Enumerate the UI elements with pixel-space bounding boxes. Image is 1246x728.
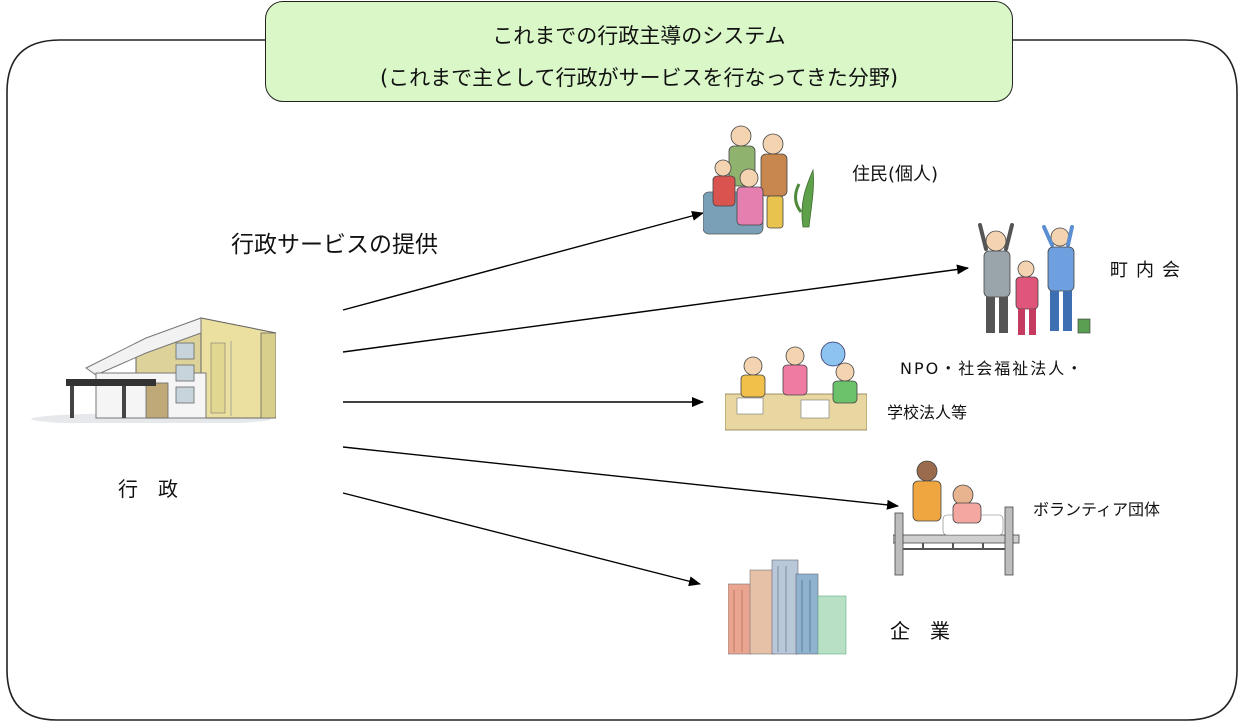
recipient-label-company: 企 業 [890, 619, 950, 643]
recipient-label-neighborhood: 町内会 [1110, 260, 1188, 281]
title-box: これまでの行政主導のシステム (これまで主として行政がサービスを行なってきた分野… [265, 1, 1013, 102]
arrow-to-volunteer [342, 446, 899, 510]
care-bed-icon [892, 457, 1023, 577]
recipient-label-volunteer: ボランティア団体 [1033, 500, 1161, 519]
family-icon [702, 122, 828, 237]
outer-frame [6, 39, 1238, 721]
recipient-label-npo-line1: NPO・社会福祉法人・ [900, 359, 1085, 378]
government-building-icon [26, 313, 277, 425]
flow-label: 行政サービスの提供 [231, 232, 438, 258]
source-label: 行 政 [118, 477, 178, 501]
recipient-label-npo-line2: 学校法人等 [887, 403, 968, 422]
arrow-to-neighborhood-assoc [342, 264, 969, 353]
arrow-to-residents [342, 211, 704, 311]
office-buildings-icon [727, 556, 850, 656]
title-line-1: これまでの行政主導のシステム [492, 24, 786, 48]
arrow-to-company [342, 492, 701, 587]
title-line-2: (これまで主として行政がサービスを行なってきた分野) [379, 66, 899, 90]
meeting-group-icon [724, 336, 868, 432]
neighborhood-exercise-icon [968, 219, 1093, 343]
recipient-label-residents: 住民(個人) [852, 164, 939, 185]
